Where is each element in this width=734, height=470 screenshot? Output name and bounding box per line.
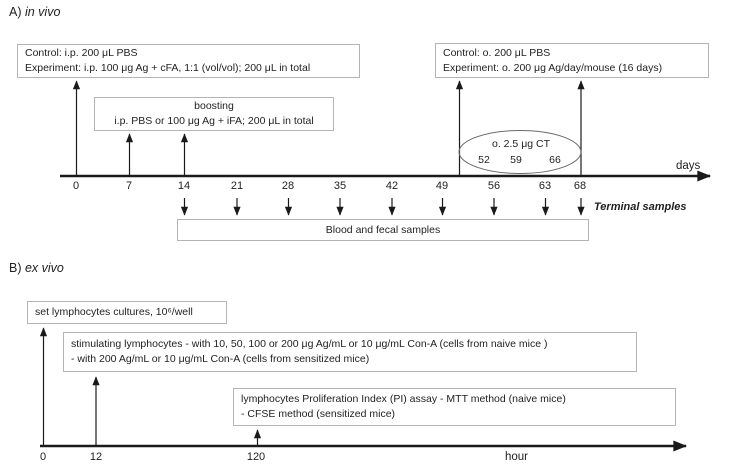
ct-day-52: 52 [478,154,490,166]
day-tick-42: 42 [385,180,399,192]
day-tick-7: 7 [125,180,133,192]
hour-axis-label: hour [505,451,529,463]
days-axis-label: days [676,160,701,172]
day-tick-56: 56 [487,180,501,192]
boosting-box: boosting i.p. PBS or 100 μg Ag + iFA; 20… [94,97,334,131]
panel-b-title: B) ex vivo [9,261,64,275]
day-tick-14: 14 [177,180,191,192]
priming-box: Control: i.p. 200 μL PBS Experiment: i.p… [17,44,360,78]
priming-experiment-line: Experiment: i.p. 100 μg Ag + cFA, 1:1 (v… [25,62,311,74]
oral-experiment-line: Experiment: o. 200 μg Ag/day/mouse (16 d… [443,62,663,74]
panel-a-title-italic: in vivo [24,5,61,19]
assay-line-1: lymphocytes Proliferation Index (PI) ass… [241,393,566,405]
panel-a-title: A) in vivo [9,5,60,19]
stimulation-line-2: - with 200 Ag/mL or 10 μg/mL Con-A (cell… [71,353,370,365]
day-tick-28: 28 [281,180,295,192]
culture-box-label: set lymphocytes cultures, 10⁶/well [35,306,193,318]
stimulation-line-1: stimulating lymphocytes - with 10, 50, 1… [71,338,548,350]
hour-tick-0: 0 [39,451,47,463]
ct-ellipse [458,130,582,174]
panel-b-title-italic: ex vivo [24,261,64,275]
day-tick-49: 49 [435,180,449,192]
samples-box: Blood and fecal samples [177,219,589,241]
hour-tick-120: 120 [246,451,266,463]
day-tick-21: 21 [230,180,244,192]
assay-box: lymphocytes Proliferation Index (PI) ass… [233,388,676,426]
ct-dose-label: o. 2.5 μg CT [492,138,550,150]
panel-b-title-prefix: B) [9,261,22,275]
hour-tick-12: 12 [89,451,103,463]
culture-box: set lymphocytes cultures, 10⁶/well [27,301,227,324]
oral-box: Control: o. 200 μL PBS Experiment: o. 20… [435,43,709,78]
ct-day-66: 66 [549,154,561,166]
stimulation-box: stimulating lymphocytes - with 10, 50, 1… [63,332,637,372]
priming-control-line: Control: i.p. 200 μL PBS [25,47,138,59]
day-tick-63: 63 [538,180,552,192]
assay-line-2: - CFSE method (sensitized mice) [241,408,396,420]
boosting-title: boosting [194,100,234,112]
samples-box-label: Blood and fecal samples [325,224,441,236]
terminal-samples-label: Terminal samples [594,201,687,213]
day-tick-68: 68 [573,180,587,192]
day-tick-0: 0 [72,180,80,192]
day-tick-35: 35 [333,180,347,192]
oral-control-line: Control: o. 200 μL PBS [443,47,551,59]
ct-day-59: 59 [510,154,522,166]
panel-a-title-prefix: A) [9,5,22,19]
boosting-detail: i.p. PBS or 100 μg Ag + iFA; 200 μL in t… [114,115,314,127]
